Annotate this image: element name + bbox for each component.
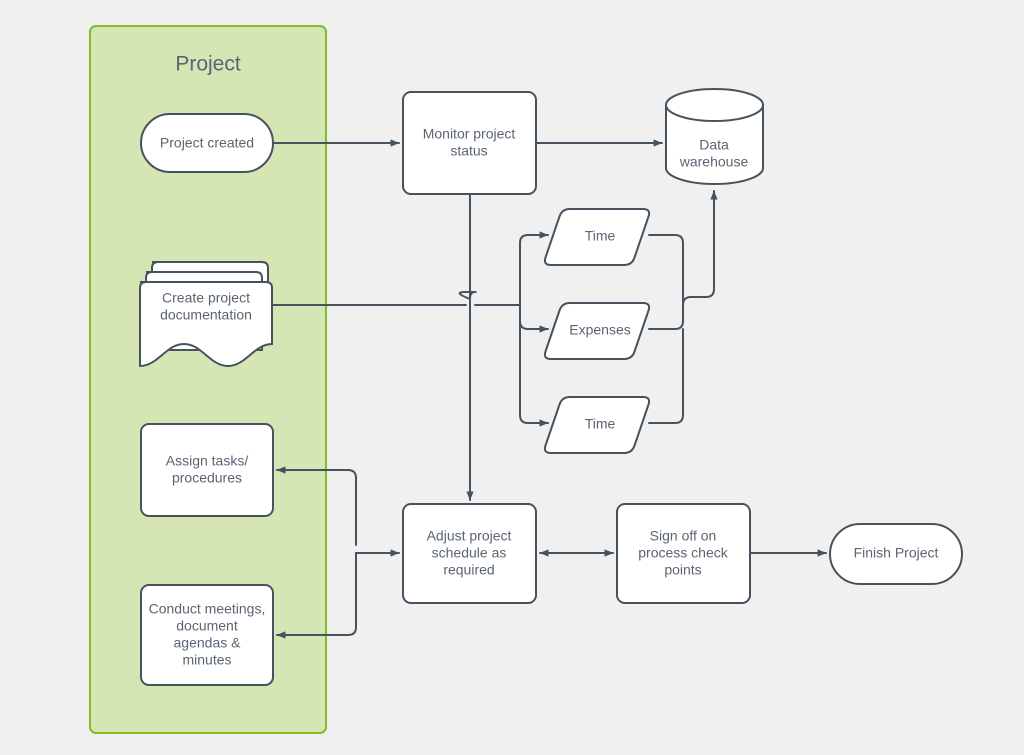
edge-time-expenses-merge-upper [648,234,684,330]
node-project-created[interactable]: Project created [140,113,274,173]
node-assign-tasks-shape [140,423,274,517]
node-sign-off-process-check-points[interactable]: Sign off on process check points [616,503,751,604]
edge-merge-to-data-warehouse [682,190,718,322]
pool-background [89,25,327,734]
node-data-warehouse[interactable]: Data warehouse [665,88,764,185]
node-sign-off-shape [616,503,751,604]
node-time-top-shape [543,208,651,266]
edge-feedback-to-assign-tasks [276,466,357,546]
node-project-created-shape [140,113,274,173]
edge-branch-to-time-bottom [519,304,549,427]
node-monitor-shape [402,91,537,195]
node-expenses-shape [543,302,651,360]
node-data-warehouse-body [665,104,764,185]
edge-feedback-to-conduct-meetings [276,552,357,639]
node-monitor-project-status[interactable]: Monitor project status [402,91,537,195]
node-time-bottom[interactable]: Time [543,396,651,454]
edge-monitor-to-adjust-schedule [458,193,477,501]
node-finish-project-shape [829,523,963,585]
node-conduct-meetings[interactable]: Conduct meetings, document agendas & min… [140,584,274,686]
node-assign-tasks-procedures[interactable]: Assign tasks/ procedures [140,423,274,517]
edge-branch-to-time-top [519,231,549,306]
node-finish-project[interactable]: Finish Project [829,523,963,585]
node-adjust-project-schedule[interactable]: Adjust project schedule as required [402,503,537,604]
node-time-bottom-shape [543,396,651,454]
node-time-top[interactable]: Time [543,208,651,266]
node-expenses[interactable]: Expenses [543,302,651,360]
node-adjust-schedule-shape [402,503,537,604]
node-create-project-documentation[interactable]: Create project documentation [139,261,273,368]
node-doc-front [139,281,273,368]
node-data-warehouse-top [665,88,764,122]
node-conduct-meetings-shape [140,584,274,686]
edge-branch-to-expenses [519,304,549,333]
edge-time-bottom-merge [648,328,684,424]
